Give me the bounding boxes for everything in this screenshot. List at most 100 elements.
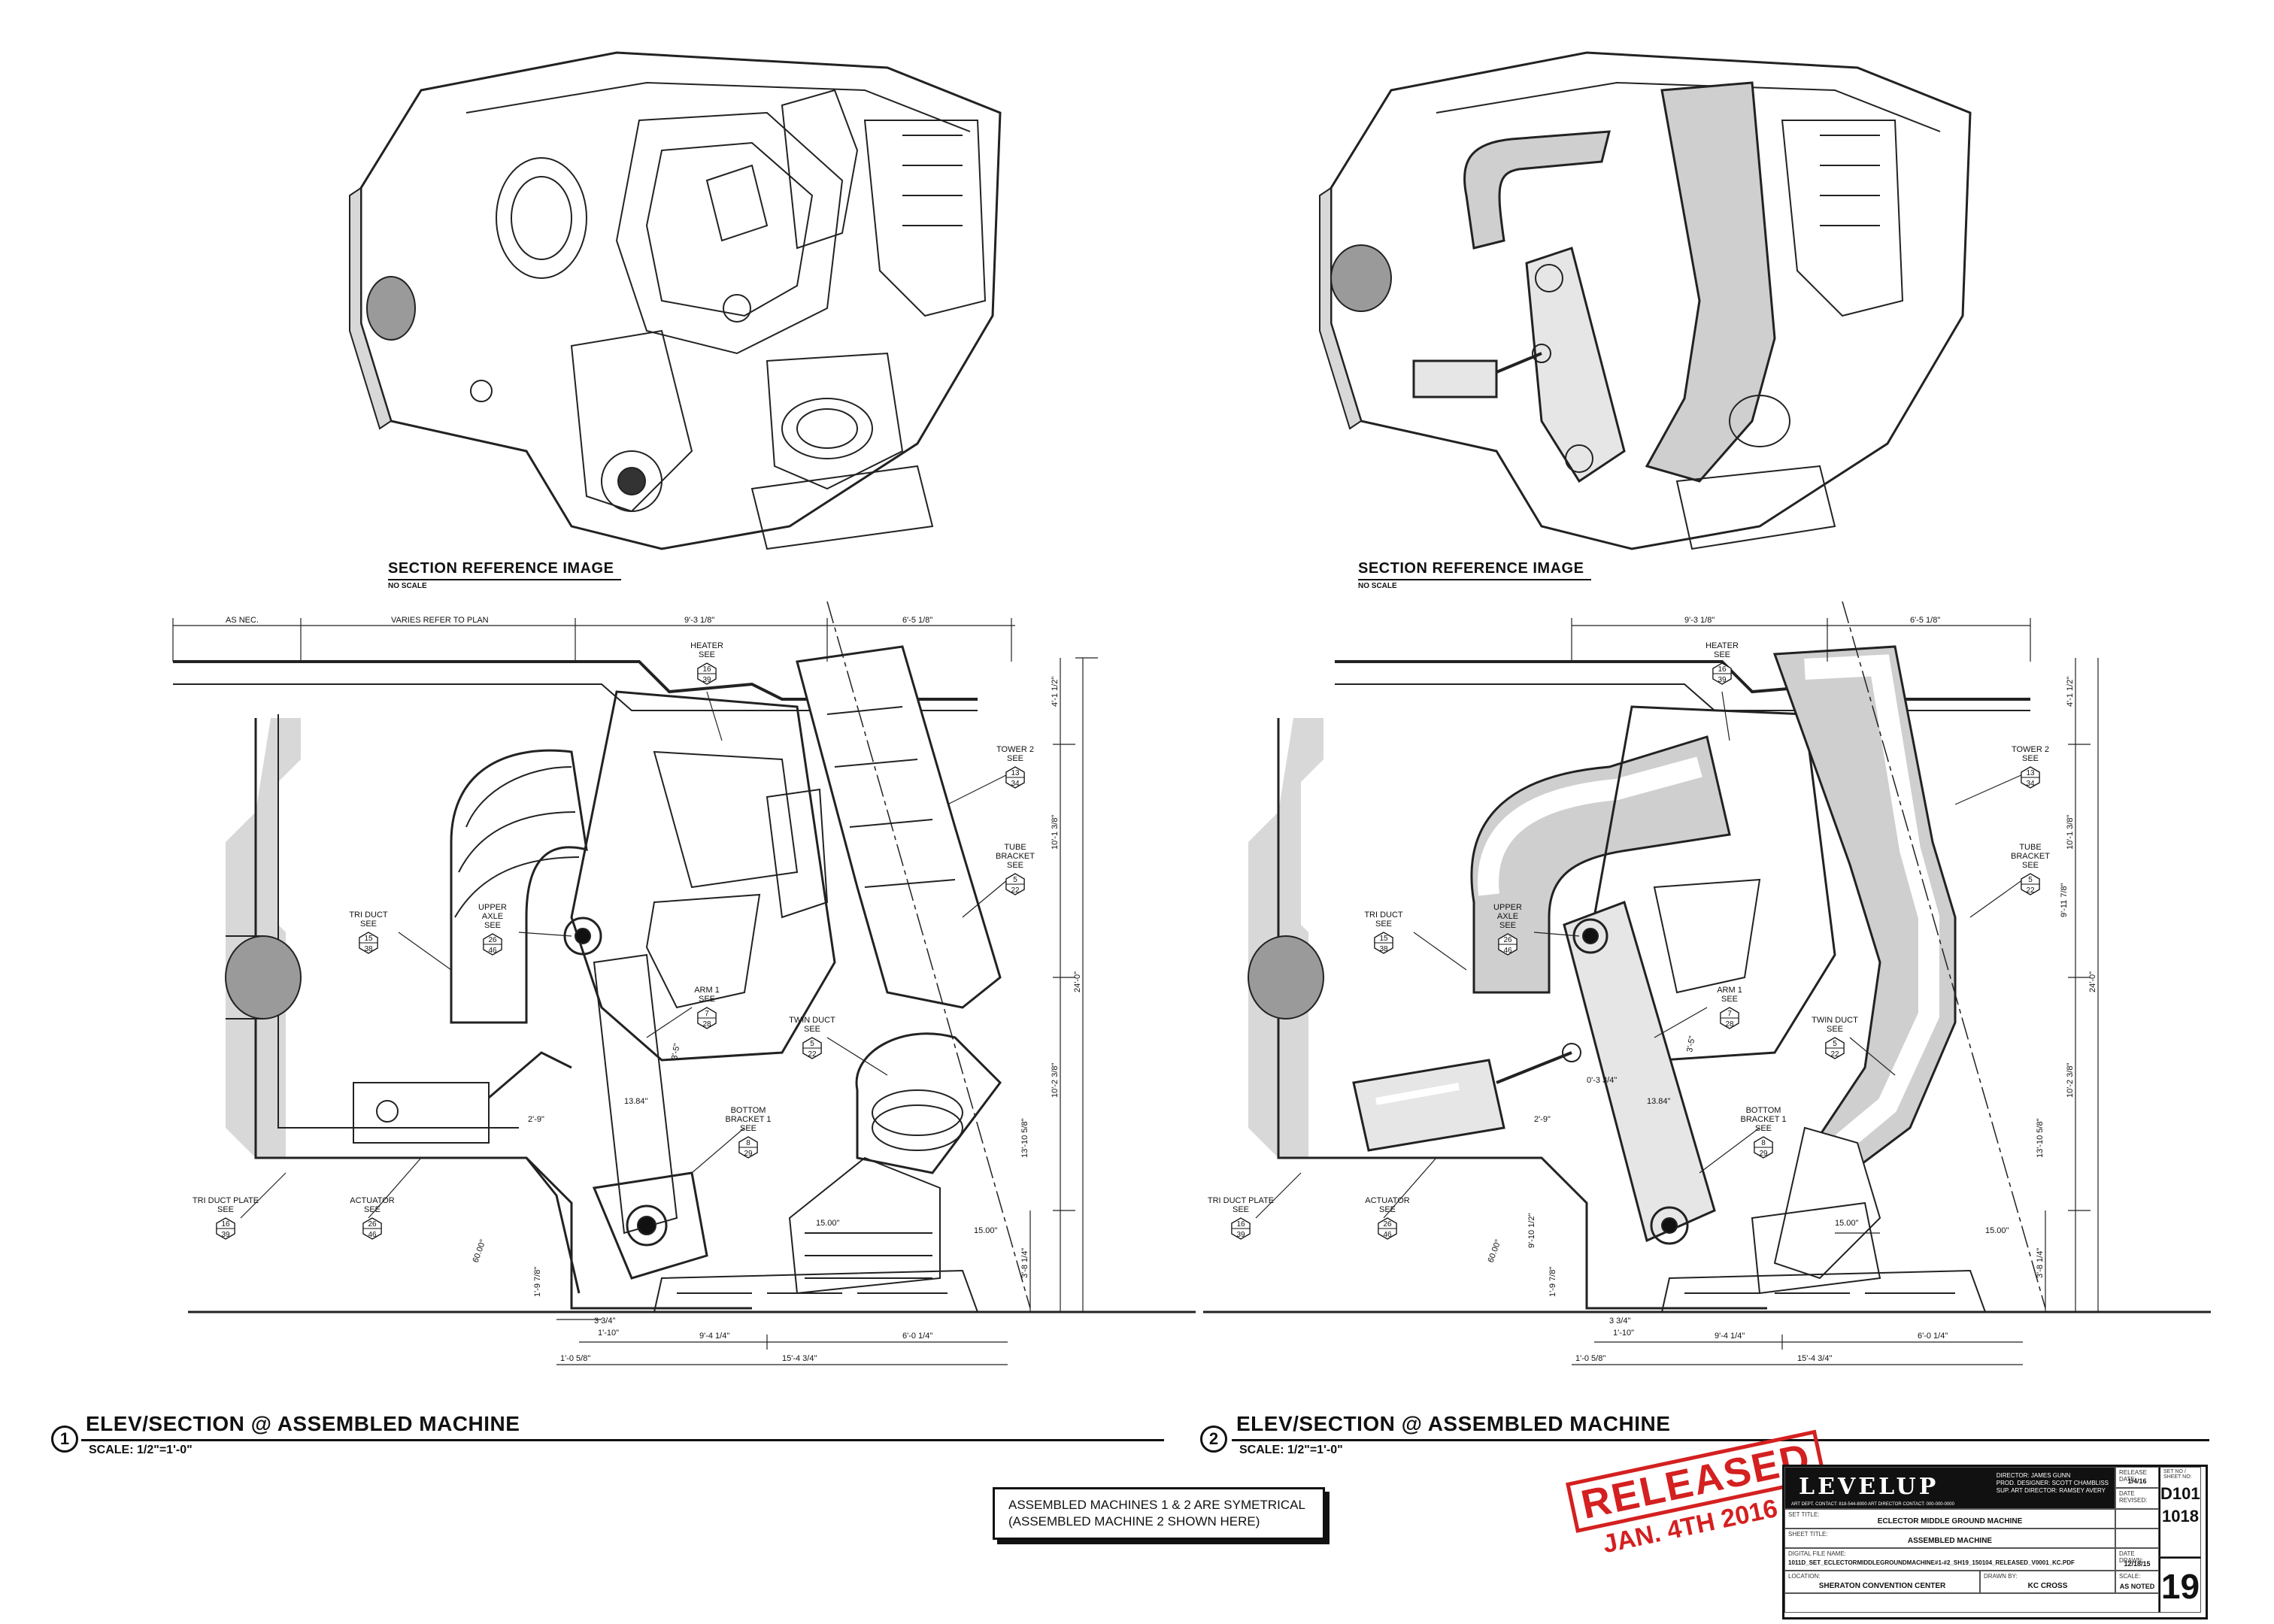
dim-4-1: 4'-1 1/2" <box>2066 677 2075 707</box>
callout-label: UPPER <box>1493 903 1522 912</box>
set-title-cell: SET TITLE: ECLECTOR MIDDLE GROUND MACHIN… <box>1784 1509 2115 1529</box>
callout-label: SEE <box>699 995 715 1004</box>
dim-3-8: 3'-8 1/4" <box>1020 1248 1029 1278</box>
callout-ref-bottom: 22 <box>1011 886 1020 895</box>
callout-ref-bottom: 39 <box>702 676 711 684</box>
callout-label: BOTTOM <box>731 1106 766 1115</box>
callout-label: SEE <box>804 1025 820 1034</box>
callout-label: SEE <box>2022 861 2039 870</box>
dim-3-5: 3'-5" <box>1685 1035 1697 1053</box>
reference-subtitle-1: NO SCALE <box>388 582 427 590</box>
actuator-block <box>1412 359 1498 398</box>
callout-label: BRACKET <box>2011 852 2050 861</box>
upper-axle-bolt <box>1582 928 1599 944</box>
dim-24: 24'-0" <box>1073 971 1082 992</box>
dim-6-0: 6'-0 1/4" <box>902 1332 932 1341</box>
callout-ref-top: 5 <box>2028 876 2033 884</box>
dim-9-4: 9'-4 1/4" <box>699 1332 729 1341</box>
scale-cell: SCALE: AS NOTED <box>2115 1571 2159 1593</box>
symmetry-note: ASSEMBLED MACHINES 1 & 2 ARE SYMETRICAL … <box>993 1487 1325 1540</box>
digital-file-label: DIGITAL FILE NAME: <box>1788 1550 1846 1557</box>
dim-1-9: 1'-9 7/8" <box>533 1267 542 1297</box>
dim-3-5: 3'-5" <box>670 1043 682 1061</box>
pipe-end-left <box>366 276 416 341</box>
reference-machine-drawing-1 <box>349 51 1002 550</box>
callout-ref-top: 16 <box>1236 1220 1245 1229</box>
callout-ref-top: 16 <box>702 665 711 674</box>
callout-label: SEE <box>1375 920 1392 929</box>
dim-60: 60.00° <box>471 1238 488 1264</box>
callout-label: ACTUATOR <box>1365 1196 1410 1205</box>
callout-label: BRACKET <box>996 852 1035 861</box>
callout-label: ARM 1 <box>1717 986 1742 995</box>
dim-15-4: 15'-4 3/4" <box>1797 1354 1832 1363</box>
view-title-2: ELEV/SECTION @ ASSEMBLED MACHINE <box>1236 1412 1671 1435</box>
callout-label: SEE <box>1233 1205 1249 1214</box>
callout-ref-top: 16 <box>221 1220 230 1229</box>
twin-duct <box>855 1032 1002 1174</box>
elevation-view-1 <box>172 601 1196 1365</box>
callout-label: SEE <box>1007 861 1023 870</box>
callout-label: TRI DUCT PLATE <box>1208 1196 1274 1205</box>
dim-3-3: 3 3/4" <box>1609 1316 1630 1326</box>
credit-art-director: SUP. ART DIRECTOR: RAMSEY AVERY <box>1996 1487 2106 1494</box>
dimension-labels-2: 9'-3 1/8" 6'-5 1/8" 4'-1 1/2" 10'-1 3/8"… <box>1487 616 2097 1363</box>
dim-10-2: 10'-2 3/8" <box>1051 1063 1060 1098</box>
dim-24: 24'-0" <box>2088 971 2097 992</box>
pipe-end <box>225 935 302 1020</box>
callout-label: TWIN DUCT <box>789 1016 835 1025</box>
callout-label: SEE <box>364 1205 381 1214</box>
callout-ref-top: 15 <box>364 935 373 943</box>
callout-label: TUBE <box>2019 843 2041 852</box>
callout-ref-bottom: 39 <box>1236 1231 1245 1239</box>
callout-label: SEE <box>1755 1124 1772 1133</box>
callout-label: TRI DUCT <box>349 910 388 920</box>
actuator-block <box>1352 1059 1505 1152</box>
release-date-cell: RELEASE DATE: 1/4/16 <box>2115 1467 2159 1488</box>
callout-label: SEE <box>1714 650 1730 659</box>
callout-label: SEE <box>1827 1025 1843 1034</box>
view-scale-2: SCALE: 1/2"=1'-0" <box>1239 1444 1343 1456</box>
callout-label: BOTTOM <box>1746 1106 1781 1115</box>
dim-1-0: 1'-0 5/8" <box>1575 1354 1605 1363</box>
upper-axle-bolt <box>575 928 591 944</box>
tri-duct <box>450 749 588 1024</box>
dim-10-2: 10'-2 3/8" <box>2066 1063 2075 1098</box>
callout-ref-top: 26 <box>1383 1220 1392 1229</box>
callout-label: SEE <box>1007 754 1023 763</box>
callout-ref-bottom: 34 <box>2026 780 2035 788</box>
callout-ref-top: 16 <box>1718 665 1727 674</box>
callout-ref-bottom: 22 <box>1830 1050 1839 1059</box>
callout-ref-bottom: 34 <box>1011 780 1020 788</box>
callout-ref-top: 8 <box>746 1139 750 1147</box>
dim-13-84: 13.84" <box>624 1097 648 1106</box>
callout-label: BRACKET 1 <box>1741 1115 1787 1124</box>
callout-ref-bottom: 46 <box>368 1231 377 1239</box>
dim-9-11: 9'-11 7/8" <box>2060 883 2069 917</box>
view-number-1: 1 <box>51 1426 78 1453</box>
callout-ref-bottom: 46 <box>1503 947 1512 955</box>
callout-label: TOWER 2 <box>996 745 1034 754</box>
reference-machine-drawing-2 <box>1319 51 1972 550</box>
dim-60: 60.00° <box>1487 1238 1503 1264</box>
credit-designer: PROD. DESIGNER: SCOTT CHAMBLISS <box>1996 1480 2109 1486</box>
date-revised-cell: DATE REVISED: <box>2115 1488 2159 1509</box>
dim-6-5: 6'-5 1/8" <box>902 616 932 625</box>
dim-13-84: 13.84" <box>1647 1097 1671 1106</box>
sheet-number: 19 <box>2160 1567 2200 1606</box>
blank-row <box>1784 1593 2159 1613</box>
callout-ref-bottom: 39 <box>221 1231 230 1239</box>
callout-ref-top: 5 <box>1013 876 1017 884</box>
reference-title-2: SECTION REFERENCE IMAGE <box>1358 560 1584 577</box>
callout-label: TRI DUCT <box>1364 910 1403 920</box>
dim-13-10: 13'-10 5/8" <box>1020 1118 1029 1158</box>
dim-1-10: 1'-10" <box>598 1329 619 1338</box>
callout-ref-top: 7 <box>705 1010 709 1018</box>
